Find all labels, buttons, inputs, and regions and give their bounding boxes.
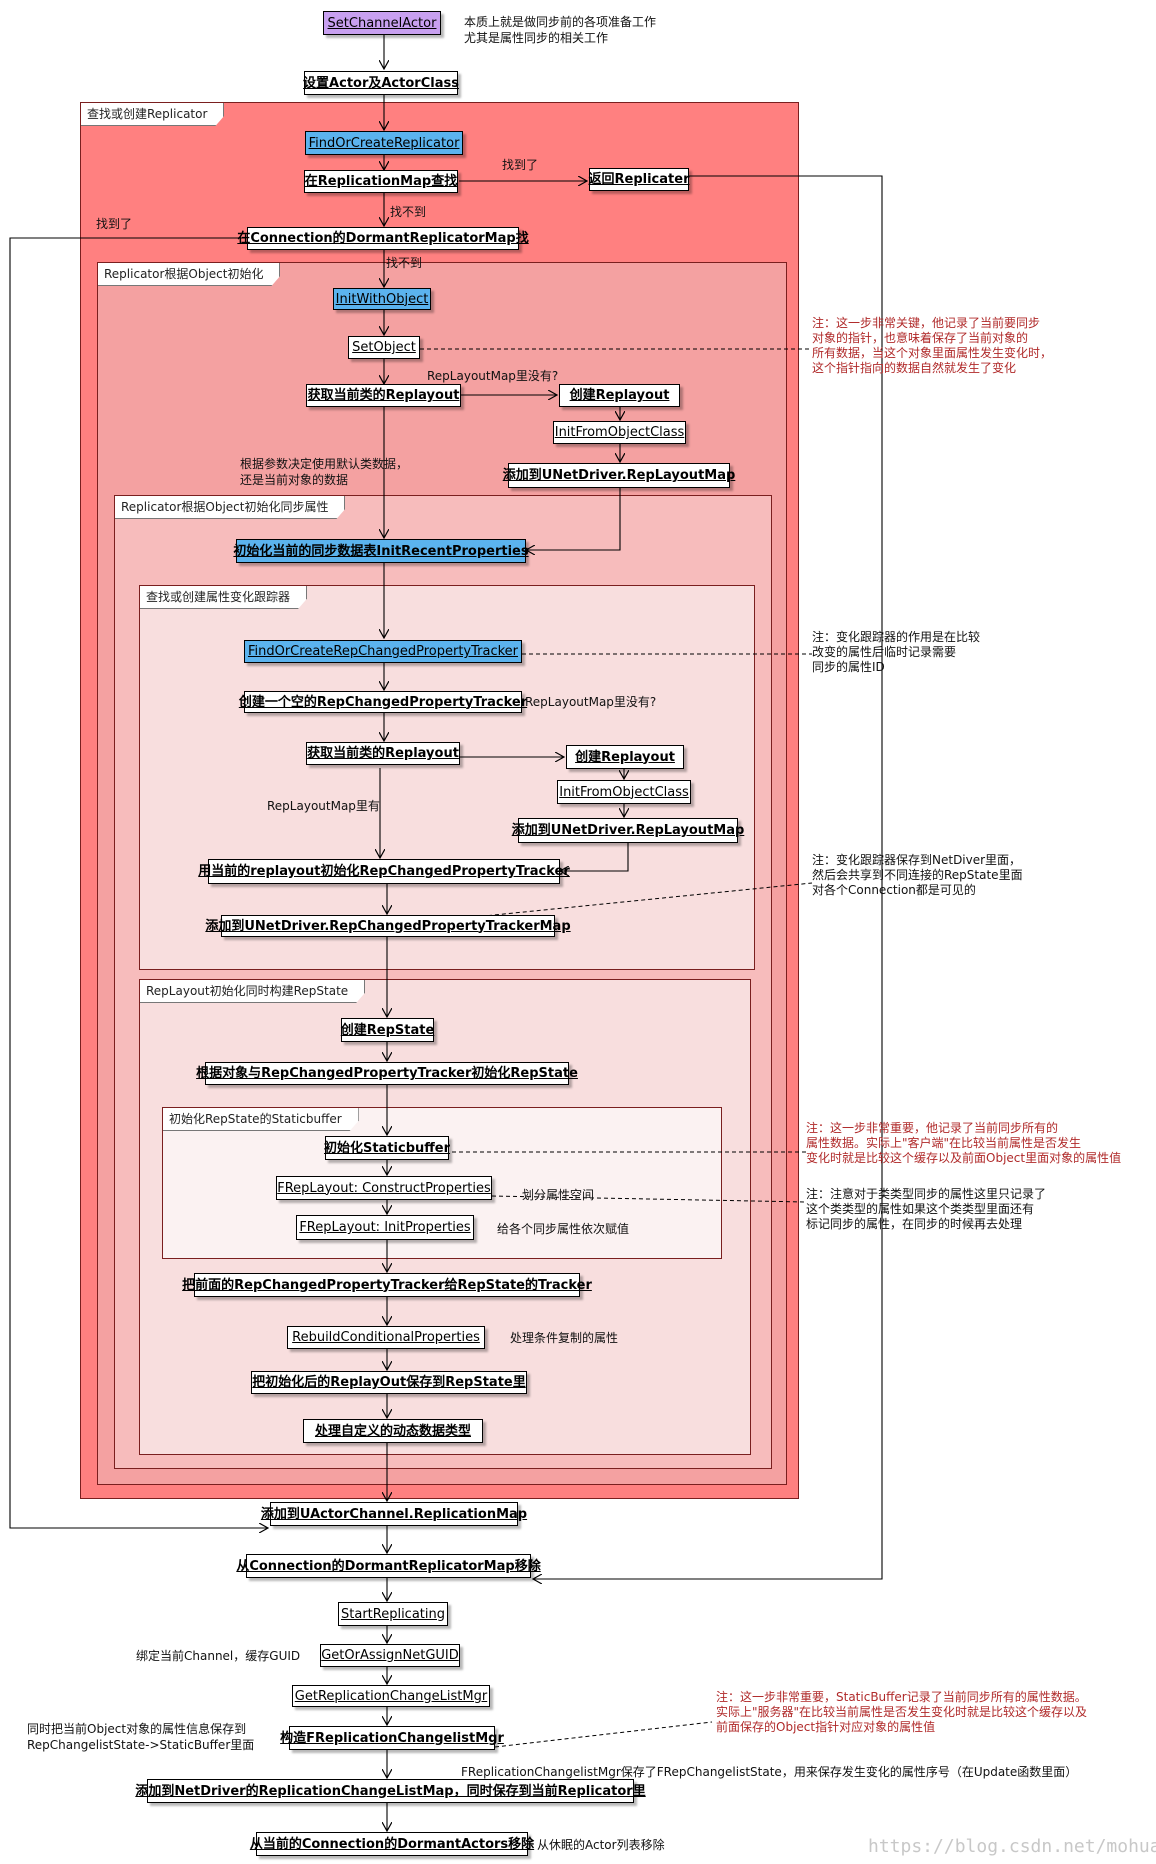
node-create-repstate: 创建RepState (341, 1018, 434, 1042)
frame-label-property-tracker: 查找或创建属性变化跟踪器 (140, 586, 307, 609)
label-decide-line-2: 还是当前对象的数据 (240, 473, 349, 487)
label-found-2: 找到了 (96, 217, 133, 231)
node-find-in-replication-map: 在ReplicationMap查找 (304, 170, 458, 193)
note-staticbuffer-server: 注：这一步非常重要，StaticBuffer记录了当前同步所有的属性数据。实际上… (716, 1690, 1088, 1734)
label-replayout-missing-2: RepLayoutMap里没有? (525, 695, 657, 709)
label-changelist-mgr-note: FReplicationChangelistMgr保存了FRepChangeli… (461, 1765, 1078, 1779)
frame-label-repstate: RepLayout初始化同时构建RepState (140, 980, 365, 1003)
node-init-tracker-with-replayout: 用当前的replayout初始化RepChangedPropertyTracke… (198, 859, 570, 884)
frame-label-init-sync-properties: Replicator根据Object初始化同步属性 (115, 496, 345, 519)
label-assign-values: 给各个同步属性依次赋值 (497, 1222, 630, 1236)
node-init-with-object: InitWithObject (333, 288, 431, 310)
frame-label-find-or-create-replicator: 查找或创建Replicator (81, 103, 224, 126)
node-set-actor-class: 设置Actor及ActorClass (303, 71, 459, 95)
node-set-channel-actor: SetChannelActor (323, 11, 441, 35)
label-dormant-remove-note: 从休眠的Actor列表移除 (537, 1838, 665, 1852)
node-return-replicator: 返回Replicater (589, 168, 689, 191)
label-decide-line-1: 根据参数决定使用默认类数据， (240, 457, 409, 471)
node-init-repstate: 根据对象与RepChangedPropertyTracker初始化RepStat… (196, 1062, 578, 1085)
node-start-replicating: StartReplicating (338, 1602, 448, 1626)
note-class-type-props: 注：注意对于类类型同步的属性这里只记录了这个类类型的属性如果这个类类型里面还有标… (806, 1187, 1047, 1231)
note-tracker-purpose: 注：变化跟踪器的作用是在比较改变的属性后临时记录需要同步的属性ID (812, 630, 981, 674)
label-handle-conditional: 处理条件复制的属性 (510, 1331, 619, 1345)
label-intro-line-1: 本质上就是做同步前的各项准备工作 (464, 15, 657, 29)
node-init-staticbuffer: 初始化Staticbuffer (324, 1136, 450, 1160)
node-init-properties: FRepLayout: InitProperties (296, 1215, 474, 1240)
node-get-changelist-mgr: GetReplicationChangeListMgr (292, 1685, 490, 1707)
label-not-found-2: 找不到 (386, 256, 423, 270)
node-add-replayout-map-2: 添加到UNetDriver.RepLayoutMap (512, 818, 744, 843)
frame-label-replicator-init: Replicator根据Object初始化 (98, 263, 280, 286)
node-find-or-create-replicator: FindOrCreateReplicator (305, 131, 463, 155)
node-create-replayout-2: 创建Replayout (566, 745, 684, 769)
note-set-object: 注：这一步非常关键，他记录了当前要同步对象的指针，也意味着保存了当前对象的所有数… (812, 316, 1053, 375)
node-get-or-assign-guid: GetOrAssignNetGUID (320, 1644, 460, 1667)
node-handle-dynamic: 处理自定义的动态数据类型 (303, 1419, 483, 1443)
node-get-replayout-1: 获取当前类的Replayout (306, 384, 461, 407)
label-found-1: 找到了 (502, 158, 539, 172)
label-save-props-line-2: RepChangelistState->StaticBuffer里面 (27, 1738, 255, 1752)
node-create-replayout-1: 创建Replayout (559, 384, 680, 407)
node-remove-dormant-replicator: 从Connection的DormantReplicatorMap移除 (236, 1554, 541, 1578)
node-init-from-object-class-2: InitFromObjectClass (557, 780, 691, 804)
node-save-replayout: 把初始化后的ReplayOut保存到RepState里 (251, 1371, 527, 1394)
node-create-empty-tracker: 创建一个空的RepChangedPropertyTracker (239, 691, 527, 713)
node-remove-dormant-actors: 从当前的Connection的DormantActors移除 (250, 1832, 534, 1856)
node-add-replayout-map-1: 添加到UNetDriver.RepLayoutMap (503, 463, 735, 488)
node-add-replication-map: 添加到UActorChannel.ReplicationMap (261, 1502, 527, 1526)
node-construct-changelist-mgr: 构造FReplicationChangelistMgr (280, 1726, 504, 1750)
node-set-object: SetObject (348, 336, 420, 359)
watermark: https://blog.csdn.net/mohuak (868, 1836, 1156, 1857)
node-find-dormant-map: 在Connection的DormantReplicatorMap找 (237, 227, 529, 250)
node-add-tracker-map: 添加到UNetDriver.RepChangedPropertyTrackerM… (205, 915, 571, 937)
node-init-from-object-class-1: InitFromObjectClass (553, 421, 686, 444)
node-find-or-create-tracker: FindOrCreateRepChangedPropertyTracker (244, 640, 522, 663)
frame-label-staticbuffer: 初始化RepState的Staticbuffer (163, 1108, 359, 1131)
label-bind-channel: 绑定当前Channel，缓存GUID (136, 1649, 301, 1663)
label-replayout-present: RepLayoutMap里有 (267, 799, 380, 813)
label-intro-line-2: 尤其是属性同步的相关工作 (464, 31, 609, 45)
label-save-props-line-1: 同时把当前Object对象的属性信息保存到 (27, 1722, 247, 1736)
node-get-replayout-2: 获取当前类的Replayout (306, 742, 460, 765)
note-tracker-shared: 注：变化跟踪器保存到NetDiver里面，然后会共享到不同连接的RepState… (812, 853, 1023, 897)
node-rebuild-conditional: RebuildConditionalProperties (287, 1326, 485, 1349)
node-init-recent-properties: 初始化当前的同步数据表InitRecentProperties (233, 539, 529, 563)
label-replayout-missing-1: RepLayoutMap里没有? (427, 369, 559, 383)
node-construct-properties: FRepLayout: ConstructProperties (276, 1176, 492, 1200)
label-not-found-1: 找不到 (390, 205, 427, 219)
label-divide-props: 划分属性空间 (522, 1188, 595, 1202)
note-staticbuffer-client: 注：这一步非常重要，他记录了当前同步所有的属性数据。实际上"客户端"在比较当前属… (806, 1121, 1122, 1165)
node-give-tracker: 把前面的RepChangedPropertyTracker给RepState的T… (182, 1273, 592, 1297)
node-add-changelist-map: 添加到NetDriver的ReplicationChangeListMap，同时… (135, 1779, 646, 1803)
